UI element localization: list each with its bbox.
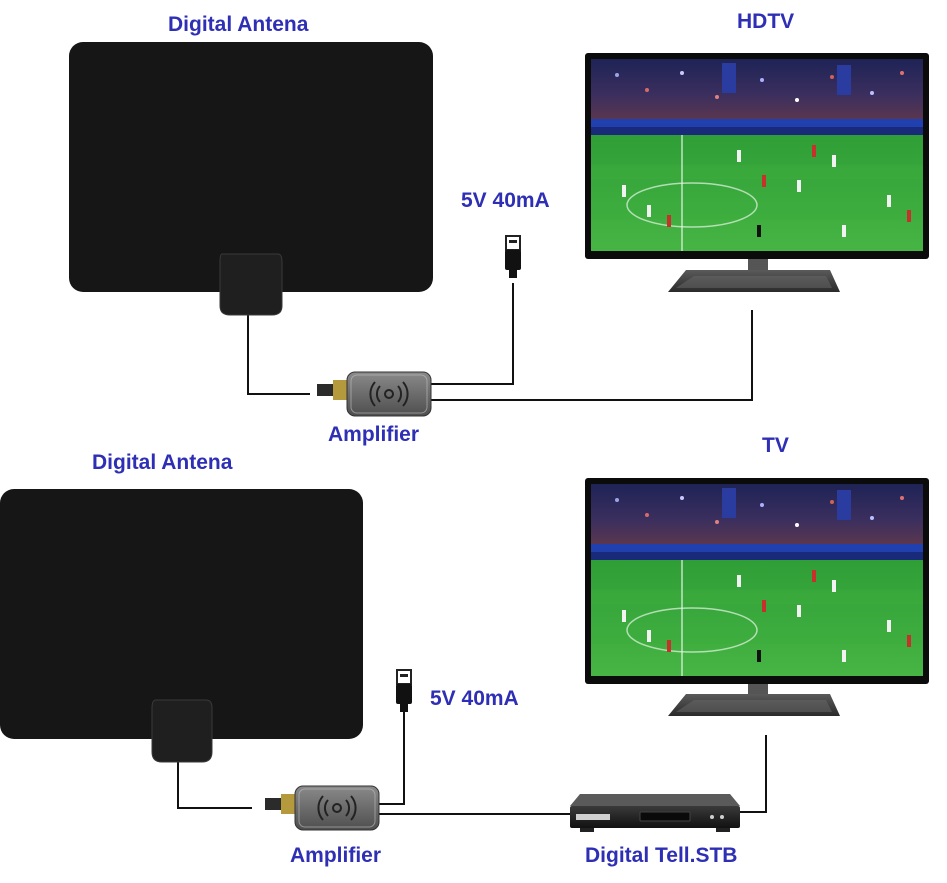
top-hdtv <box>585 53 929 292</box>
top-amplifier-label: Amplifier <box>328 423 420 446</box>
bottom-tv-label: TV <box>762 434 789 457</box>
bottom-antenna <box>0 489 363 763</box>
bottom-power-label: 5V 40mA <box>430 687 519 710</box>
top-cables <box>247 283 753 401</box>
bottom-cables <box>177 705 767 815</box>
bottom-antenna-label: Digital Antena <box>92 451 233 474</box>
top-power-label: 5V 40mA <box>461 189 550 212</box>
bottom-amplifier-label: Amplifier <box>290 844 382 867</box>
top-amplifier <box>316 371 432 417</box>
bottom-tv <box>585 478 929 716</box>
top-tv-label: HDTV <box>737 10 795 33</box>
bottom-stb-label: Digital Tell.STB <box>585 844 738 867</box>
bottom-amplifier <box>264 785 380 831</box>
top-usb-plug-icon <box>504 235 522 279</box>
bottom-set-top-box <box>570 794 740 832</box>
bottom-usb-plug-icon <box>395 669 413 713</box>
top-antenna-label: Digital Antena <box>168 13 309 36</box>
top-antenna <box>69 42 433 316</box>
